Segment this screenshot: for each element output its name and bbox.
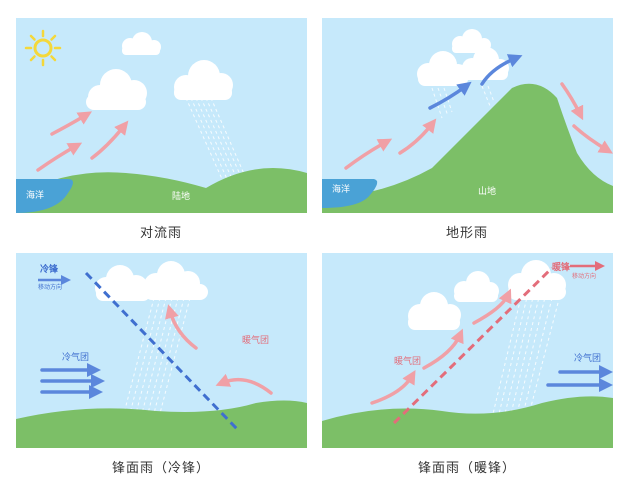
caption-convection: 对流雨 — [11, 222, 311, 241]
land-label: 陆地 — [172, 190, 190, 202]
warm-mass-label: 暖气团 — [242, 334, 269, 346]
front-label: 暖锋 — [552, 261, 571, 273]
warm-mass-label: 暖气团 — [394, 355, 421, 367]
cold-mass-label: 冷气团 — [574, 352, 601, 364]
ocean-label: 海洋 — [26, 189, 44, 201]
ocean-label: 海洋 — [332, 183, 350, 195]
caption-cold-front: 锋面雨（冷锋） — [11, 457, 311, 476]
caption-warm-front: 锋面雨（暖锋） — [317, 457, 617, 476]
caption-orographic: 地形雨 — [317, 222, 617, 241]
panel-cold-front: 冷锋 移动方向 冷气团 暖气团 — [16, 253, 307, 448]
panel-warm-front: 暖锋 移动方向 暖气团 冷气团 — [322, 253, 613, 448]
front-label: 冷锋 — [40, 263, 59, 275]
cold-mass-label: 冷气团 — [62, 351, 89, 363]
move-label: 移动方向 — [38, 283, 62, 291]
panel-convection: 海洋 陆地 — [16, 18, 307, 213]
move-label: 移动方向 — [572, 272, 596, 280]
mountain-label: 山地 — [478, 185, 496, 197]
panel-orographic: 海洋 山地 — [322, 18, 613, 213]
